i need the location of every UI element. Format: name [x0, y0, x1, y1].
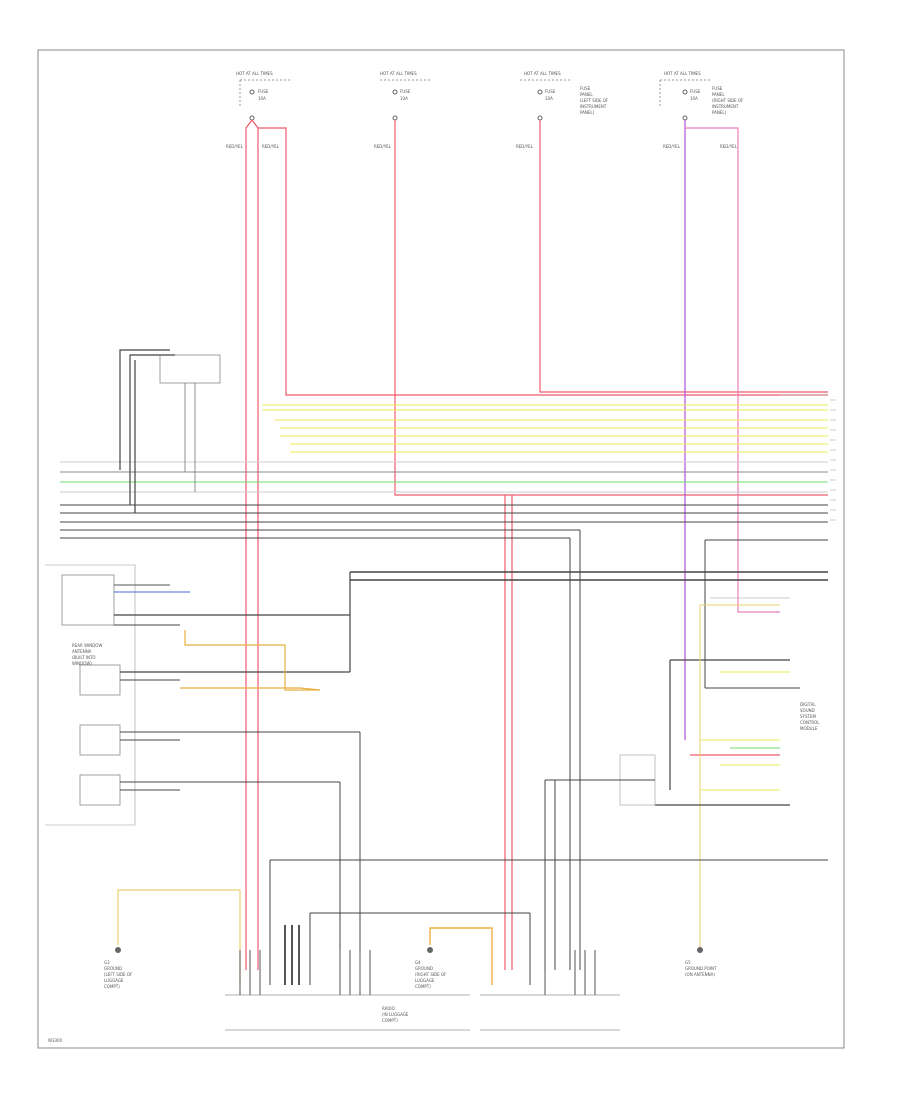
radio-label-0: RADIO	[382, 1006, 395, 1011]
wire-code-labels: RED/YEL RED/YEL RED/YEL RED/YEL RED/YEL …	[226, 144, 738, 149]
svg-text:10A: 10A	[400, 96, 408, 101]
svg-text:(RIGHT SIDE OF: (RIGHT SIDE OF	[712, 98, 744, 103]
svg-text:COMPT): COMPT)	[415, 984, 431, 989]
bottom-area: G3 GROUND (LEFT SIDE OF LUGGAGE COMPT) G…	[104, 530, 828, 1031]
control-label-4: MODULE	[800, 726, 818, 731]
radio-label-1: (IN LUGGAGE	[382, 1012, 409, 1017]
svg-text:(RIGHT SIDE OF: (RIGHT SIDE OF	[415, 972, 447, 977]
radio-label-2: COMPT)	[382, 1018, 398, 1023]
svg-text:FUSE: FUSE	[580, 86, 591, 91]
control-label-2: SYSTEM	[800, 714, 816, 719]
fuse-block-4: HOT AT ALL TIMES FUSE 10A FUSE PANEL (RI…	[659, 71, 744, 121]
page-code: W3300	[48, 1038, 63, 1043]
svg-text:FUSE: FUSE	[258, 89, 269, 94]
svg-text:RED/YEL: RED/YEL	[516, 144, 534, 149]
fuse-2-title: HOT AT ALL TIMES	[380, 71, 417, 76]
svg-text:INSTRUMENT: INSTRUMENT	[580, 104, 607, 109]
svg-text:10A: 10A	[545, 96, 553, 101]
antenna-label-1: ANTENNA	[72, 649, 92, 654]
svg-text:10A: 10A	[690, 96, 698, 101]
antenna-label-3: WINDOW)	[72, 661, 92, 666]
svg-text:(LEFT SIDE OF: (LEFT SIDE OF	[104, 972, 133, 977]
svg-text:G3: G3	[104, 960, 110, 965]
svg-text:RED/YEL: RED/YEL	[226, 144, 244, 149]
fuse-block-1: HOT AT ALL TIMES FUSE 10A	[236, 71, 290, 121]
ground-middle: G4 GROUND (RIGHT SIDE OF LUGGAGE COMPT)	[415, 947, 447, 989]
svg-text:GROUND POINT: GROUND POINT	[685, 966, 717, 971]
fuse-3-title: HOT AT ALL TIMES	[524, 71, 561, 76]
svg-text:RED/YEL: RED/YEL	[663, 144, 681, 149]
svg-text:(ON ANTENNA): (ON ANTENNA)	[685, 972, 715, 977]
svg-text:GROUND: GROUND	[415, 966, 433, 971]
antenna-label-0: REAR WINDOW	[72, 643, 102, 648]
svg-text:FUSE: FUSE	[712, 86, 723, 91]
svg-text:RED/YEL: RED/YEL	[374, 144, 392, 149]
ground-left: G3 GROUND (LEFT SIDE OF LUGGAGE COMPT)	[104, 947, 133, 989]
fuse-block-3: HOT AT ALL TIMES FUSE 10A FUSE PANEL (LE…	[520, 71, 609, 121]
left-components: REAR WINDOW ANTENNA (BUILT INTO WINDOW)	[45, 564, 361, 970]
signal-bus	[60, 404, 828, 581]
svg-text:G5: G5	[685, 960, 691, 965]
diagram-frame	[37, 49, 845, 1049]
svg-text:FUSE: FUSE	[400, 89, 411, 94]
svg-text:COMPT): COMPT)	[104, 984, 120, 989]
right-connector-ticks	[780, 394, 836, 521]
svg-text:(LEFT SIDE OF: (LEFT SIDE OF	[580, 98, 609, 103]
fuse-1-title: HOT AT ALL TIMES	[236, 71, 273, 76]
antenna-label-2: (BUILT INTO	[72, 655, 96, 660]
control-module: DIGITAL SOUND SYSTEM CONTROL MODULE	[619, 540, 820, 950]
control-label-3: CONTROL	[800, 720, 820, 725]
svg-text:G4: G4	[415, 960, 421, 965]
svg-text:LUGGAGE: LUGGAGE	[415, 978, 435, 983]
svg-text:PANEL): PANEL)	[712, 110, 727, 115]
svg-text:FUSE: FUSE	[690, 89, 701, 94]
svg-text:PANEL: PANEL	[712, 92, 725, 97]
svg-text:RED/YEL: RED/YEL	[720, 144, 738, 149]
svg-text:INSTRUMENT: INSTRUMENT	[712, 104, 739, 109]
control-label-1: SOUND	[800, 708, 815, 713]
upper-left-module	[119, 349, 221, 513]
svg-text:GROUND: GROUND	[104, 966, 122, 971]
svg-text:PANEL: PANEL	[580, 92, 593, 97]
svg-text:10A: 10A	[258, 96, 266, 101]
power-wires	[245, 119, 828, 970]
svg-text:RED/YEL: RED/YEL	[262, 144, 280, 149]
ground-right: G5 GROUND POINT (ON ANTENNA)	[685, 947, 717, 977]
svg-text:LUGGAGE: LUGGAGE	[104, 978, 124, 983]
control-label-0: DIGITAL	[800, 702, 816, 707]
svg-text:FUSE: FUSE	[545, 89, 556, 94]
fuse-block-2: HOT AT ALL TIMES FUSE 10A	[380, 71, 430, 121]
fuse-4-title: HOT AT ALL TIMES	[664, 71, 701, 76]
svg-text:PANEL): PANEL)	[580, 110, 595, 115]
